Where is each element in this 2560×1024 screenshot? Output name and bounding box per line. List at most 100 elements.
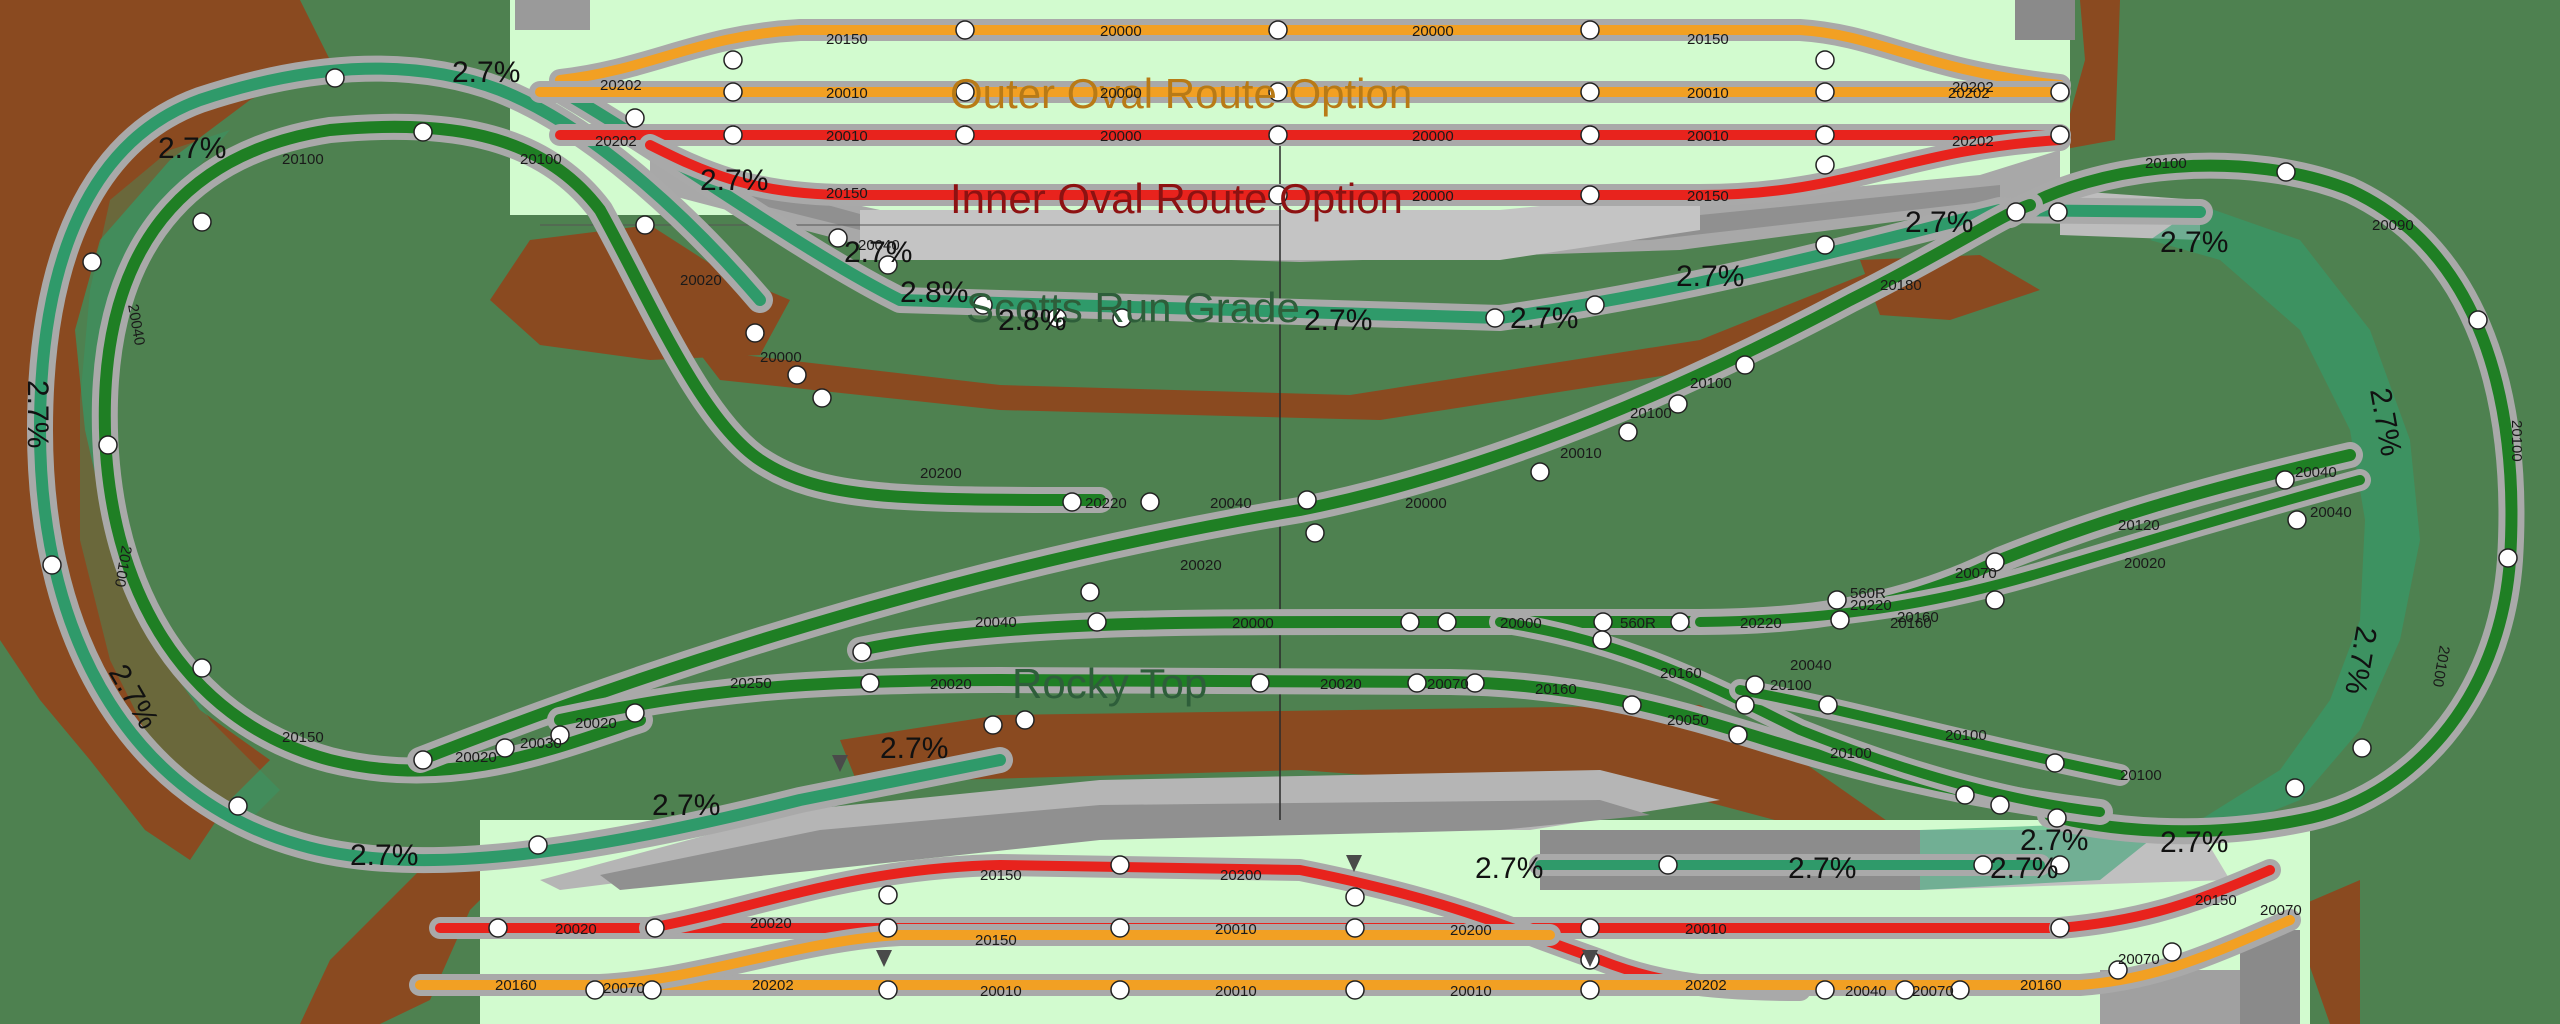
- piece-label: 20202: [752, 977, 794, 994]
- piece-label: 20200: [1450, 922, 1492, 939]
- track-joint: [1268, 82, 1288, 102]
- piece-label: 20020: [750, 915, 792, 932]
- track-joint: [1345, 980, 1365, 1000]
- lower-yard-tracks: [409, 854, 2301, 1001]
- piece-label: 20010: [980, 983, 1022, 1000]
- track-joint: [1593, 612, 1613, 632]
- track-joint: [2050, 855, 2070, 875]
- piece-label: 20010: [1450, 983, 1492, 1000]
- piece-label: 20030: [520, 735, 562, 752]
- track-joint: [1745, 675, 1765, 695]
- track-joint: [1465, 673, 1485, 693]
- track-joint: [2048, 202, 2068, 222]
- piece-label: 20150: [282, 729, 324, 746]
- track-joint: [1485, 308, 1505, 328]
- grade-label: 2.7%: [350, 839, 418, 872]
- track-joint: [1735, 695, 1755, 715]
- track-joint: [1140, 492, 1160, 512]
- grade-labels: 2.7% 2.7% 2.7% 2.7% 2.7% 2.7% 2.7% 2.8% …: [21, 56, 2407, 885]
- track-joint: [2050, 125, 2070, 145]
- piece-label: 20070: [1427, 676, 1469, 693]
- track-joint: [878, 255, 898, 275]
- track-joint: [852, 642, 872, 662]
- track-joint: [1110, 855, 1130, 875]
- track-joint: [723, 82, 743, 102]
- piece-label: 20040: [2310, 504, 2352, 521]
- piece-label: 20100: [2429, 644, 2453, 688]
- track-joint: [1580, 20, 1600, 40]
- track-joint: [528, 835, 548, 855]
- grade-label: 2.7%: [652, 789, 720, 822]
- track-joint: [1305, 523, 1325, 543]
- track-joint: [2045, 753, 2065, 773]
- track-joint: [2352, 738, 2372, 758]
- track-joint: [1815, 50, 1835, 70]
- piece-label: 20150: [980, 867, 1022, 884]
- grade-label: 2.7%: [1475, 852, 1543, 885]
- track-joint: [1985, 590, 2005, 610]
- grade-label: 2.7%: [880, 732, 948, 765]
- track-joint: [325, 68, 345, 88]
- terrain-grade-shoulder: [620, 250, 1900, 420]
- track-joint: [1955, 785, 1975, 805]
- track-joint: [1112, 308, 1132, 328]
- terrain-left-bottom: [300, 860, 520, 1024]
- piece-label: 20220: [1740, 615, 1782, 632]
- piece-label: 20010: [826, 128, 868, 145]
- track-joint: [1110, 980, 1130, 1000]
- turnout-marker: [832, 755, 848, 772]
- piece-label: 20202: [1685, 977, 1727, 994]
- piece-label: 20000: [1412, 128, 1454, 145]
- track-joint: [1815, 125, 1835, 145]
- track-joint: [1895, 980, 1915, 1000]
- piece-label: 20040: [975, 614, 1017, 631]
- track-joint: [413, 122, 433, 142]
- grade-label: 2.7%: [1990, 852, 2058, 885]
- piece-label: 20150: [975, 932, 1017, 949]
- track-joint: [1818, 695, 1838, 715]
- track-joint: [625, 108, 645, 128]
- piece-label: 20000: [1412, 23, 1454, 40]
- piece-label: 20000: [1100, 85, 1142, 102]
- track-joint: [1580, 125, 1600, 145]
- piece-label: 20020: [455, 749, 497, 766]
- grade-label: 2.8%: [998, 304, 1066, 337]
- track-joint: [1592, 630, 1612, 650]
- piece-label: 20100: [2120, 767, 2162, 784]
- piece-label: 20010: [1685, 921, 1727, 938]
- track-joint: [625, 703, 645, 723]
- piece-label: 20160: [1890, 615, 1932, 632]
- track-joint: [495, 738, 515, 758]
- piece-label: 20202: [1952, 79, 1994, 96]
- piece-label: 20040: [1210, 495, 1252, 512]
- grade-label: 2.7%: [1304, 304, 1372, 337]
- track-joint: [787, 365, 807, 385]
- grade-label: 2.7%: [844, 236, 912, 269]
- track-joint: [228, 796, 248, 816]
- grade-label: 2.7%: [1788, 852, 1856, 885]
- track-joint: [1950, 980, 1970, 1000]
- track-joint: [1585, 295, 1605, 315]
- track-layer: [27, 19, 2525, 1001]
- turnout-marker: [876, 950, 892, 967]
- piece-label: 20150: [1687, 188, 1729, 205]
- track-joint: [955, 20, 975, 40]
- track-joint: [192, 658, 212, 678]
- track-joint: [1658, 855, 1678, 875]
- track-joint: [1580, 918, 1600, 938]
- track-joint: [1062, 492, 1082, 512]
- track-joint: [488, 918, 508, 938]
- piece-label: 20100: [1630, 405, 1672, 422]
- piece-label: 20040: [1845, 983, 1887, 1000]
- piece-label: 20020: [555, 921, 597, 938]
- track-outer-teal-rail: [34, 62, 1006, 867]
- piece-label: 20020: [1320, 676, 1362, 693]
- piece-label: 20150: [2195, 892, 2237, 909]
- piece-label: 20200: [920, 465, 962, 482]
- track-joint: [878, 980, 898, 1000]
- track-joint: [2047, 808, 2067, 828]
- piece-label: 20120: [2118, 517, 2160, 534]
- track-joint: [1345, 918, 1365, 938]
- upper-yard-tracks: [529, 19, 2071, 206]
- track-joint: [1815, 235, 1835, 255]
